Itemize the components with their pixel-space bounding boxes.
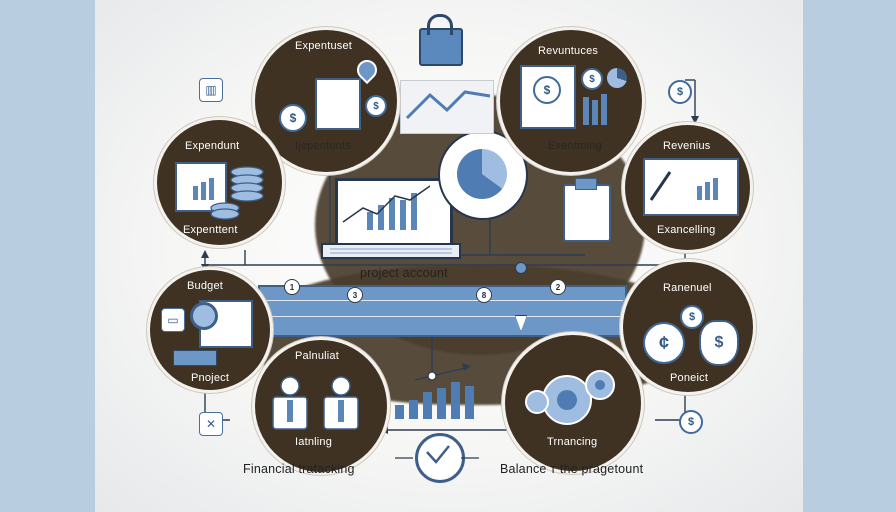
project-right-label: Poneict [670,372,709,384]
personal-label: Palnuliat [295,350,339,362]
cent-coin-icon: ¢ [643,322,685,364]
timeline-band-line [258,316,623,317]
chart-card [400,80,494,134]
document-icon [520,65,576,129]
expense-top-label: Expentuset [295,40,353,52]
revenius-label: Revenius [663,140,711,152]
timeline-marker: 2 [550,279,566,295]
dollar-coin-icon: $ [680,305,704,329]
footer-left-caption: Financial tratacking [243,462,355,476]
dollar-badge-icon: $ [668,80,692,104]
gears-icon [525,370,615,425]
dollar-badge-icon: $ [679,410,703,434]
dollar-coin-icon: $ [365,95,387,117]
expend-center-sub-label: Ijepentunts [295,140,352,152]
footer-right-caption: Balance ᴛ the pragetount [500,462,644,476]
mini-pie-icon [607,68,627,88]
timeline-marker: 3 [347,287,363,303]
laptop-chart-icon [321,185,461,259]
project-account-label: project account [360,266,448,280]
revenue-top-label: Revuntuces [538,45,599,57]
clipboard-icon [563,184,611,242]
revenue-right-sub-label: Exancelling [657,224,716,236]
banknote-icon [173,350,217,366]
calculator-icon [315,78,361,130]
coin-stack-icon [193,166,264,220]
personal-sub-label: Iatnling [295,436,333,448]
lock-shackle [427,14,453,35]
pie-chart-icon-fill [457,149,507,199]
clock-hands-icon [395,445,479,464]
people-icon [272,376,359,430]
clipboard-clip [575,178,597,190]
dollar-coin-icon: $ [581,68,603,90]
ledger-chart-icon [649,171,718,201]
dollar-coin-icon: $ [533,76,561,104]
budget-label: Budget [187,280,224,292]
money-bag-icon: $ [699,320,739,366]
timeline-pin [515,262,527,274]
budget-side-icon: ▭ [161,308,185,332]
left-side-panel [0,0,95,512]
financing-label: Trnancing [547,436,598,448]
close-badge-icon: ✕ [199,412,223,436]
timeline-band [258,285,627,337]
timeline-marker: 8 [476,287,492,303]
chart-badge-icon: ▥ [199,78,223,102]
revenue-lower-label: Ranenuel [663,282,712,294]
growth-bars-icon [395,371,474,419]
dollar-coin-icon: $ [279,104,307,132]
diagram-canvas: 1 3 8 2 project account Expentuset $ $ [95,0,803,512]
trend-line-icon [405,90,491,120]
timeline-marker: 1 [284,279,300,295]
expend-left-sub-label: Expenttent [183,224,238,236]
revenue-bars-icon [583,94,607,125]
revenue-center-sub-label: Exentming [548,140,602,152]
timeline-band-line [258,300,623,301]
magnifier-icon [190,302,218,330]
right-side-panel [803,0,896,512]
expendunt-label: Expendunt [185,140,240,152]
project-left-label: Pnoject [191,372,230,384]
